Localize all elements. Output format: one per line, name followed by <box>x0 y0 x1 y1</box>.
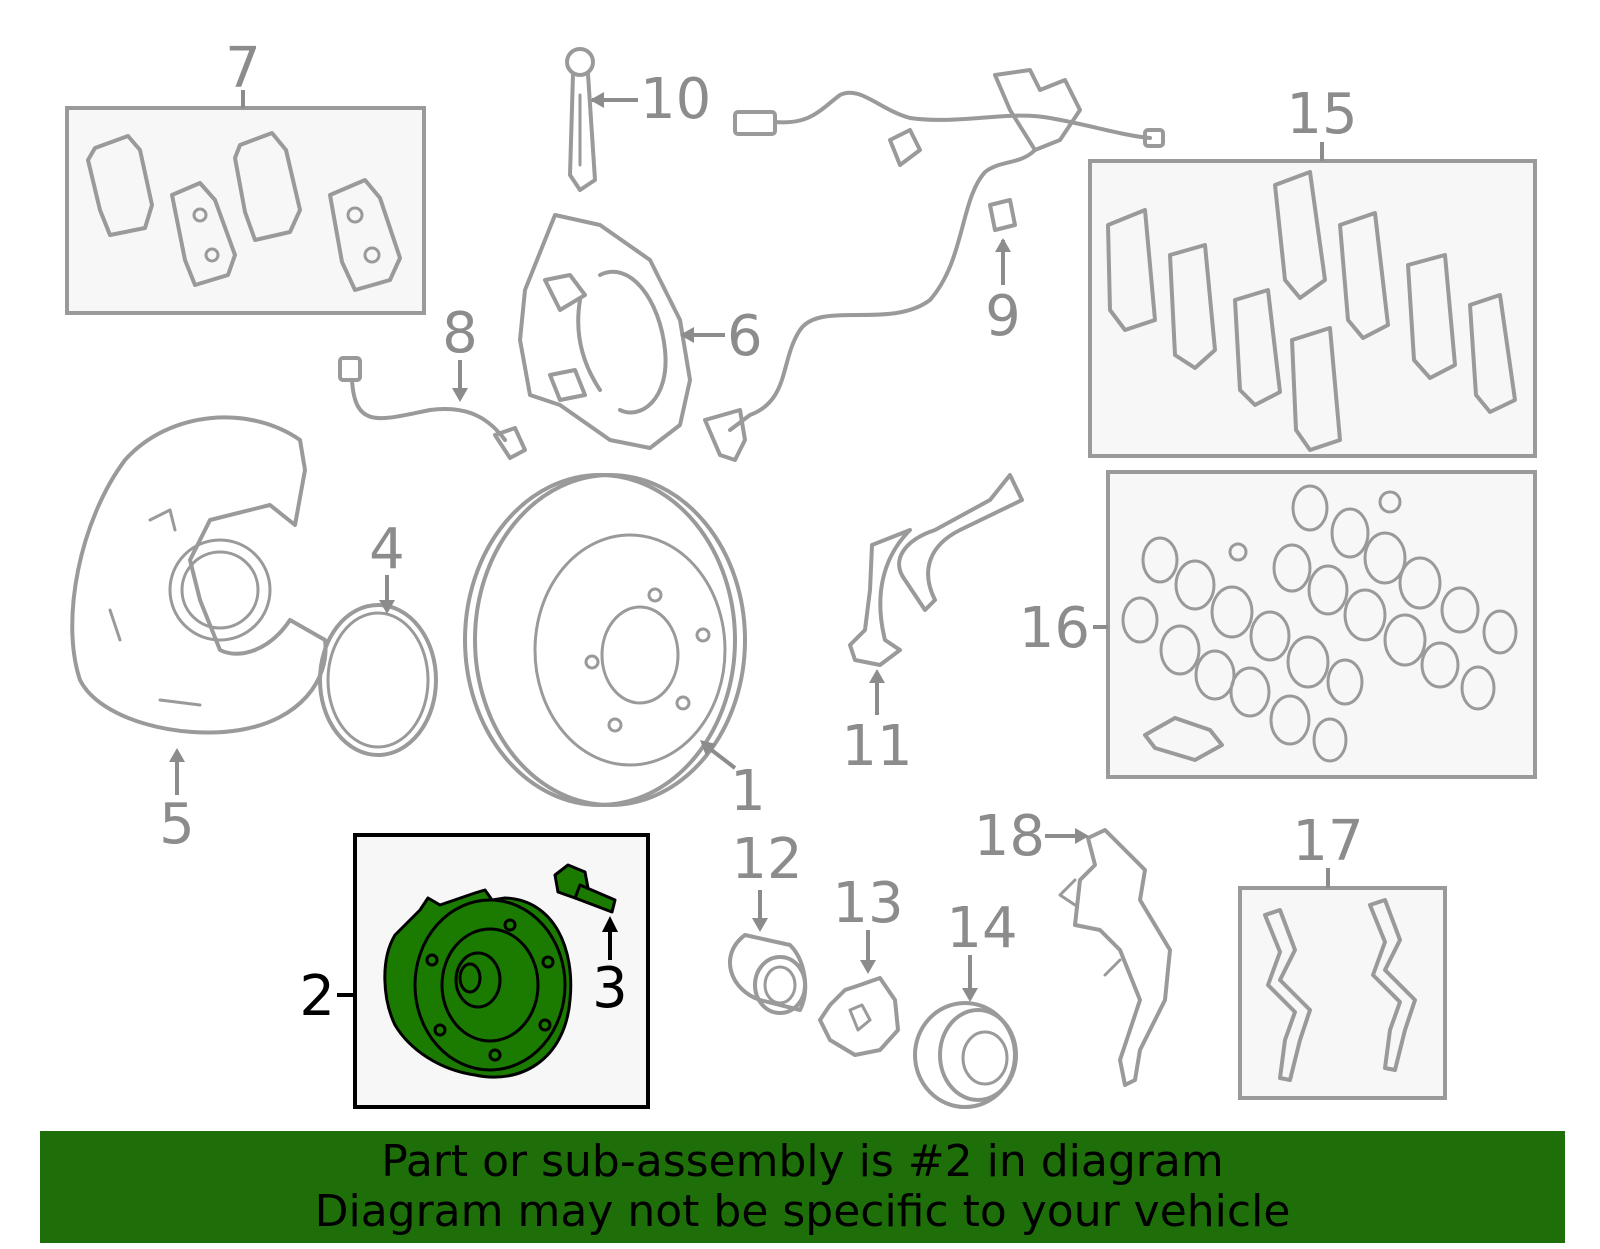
svg-text:13: 13 <box>832 871 903 936</box>
svg-text:3: 3 <box>592 956 628 1021</box>
svg-text:14: 14 <box>946 896 1017 961</box>
part-2-hub-assembly-box[interactable] <box>353 833 650 1109</box>
callout-8: 8 <box>442 301 478 402</box>
part-16-seal-kit[interactable] <box>1106 470 1537 779</box>
svg-text:8: 8 <box>442 301 478 366</box>
callout-13: 13 <box>832 871 904 974</box>
part-17-clip-kit[interactable] <box>1238 886 1447 1100</box>
svg-text:5: 5 <box>159 792 195 857</box>
part-13-nut[interactable] <box>818 976 900 1057</box>
svg-text:2: 2 <box>299 964 335 1029</box>
part-15-pad-kit[interactable] <box>1088 159 1537 458</box>
part-7-pad-kit[interactable] <box>65 106 426 315</box>
callout-1: 1 <box>700 740 766 824</box>
svg-text:1: 1 <box>730 759 766 824</box>
svg-text:15: 15 <box>1286 82 1357 147</box>
svg-text:9: 9 <box>985 284 1021 349</box>
part-1-rotor[interactable] <box>463 473 747 807</box>
svg-text:6: 6 <box>727 304 763 369</box>
svg-text:10: 10 <box>640 67 711 132</box>
banner-line-2: Diagram may not be specific to your vehi… <box>314 1186 1291 1237</box>
part-12-bushing[interactable] <box>728 933 808 1015</box>
callout-16: 16 <box>1019 596 1108 661</box>
callout-12: 12 <box>731 827 803 932</box>
svg-text:16: 16 <box>1019 596 1090 661</box>
callout-4: 4 <box>369 517 405 614</box>
callout-15: 15 <box>1286 82 1358 161</box>
callout-7: 7 <box>225 36 261 108</box>
svg-text:11: 11 <box>841 714 912 779</box>
callout-11: 11 <box>841 669 913 779</box>
part-9-abs-sensor[interactable] <box>703 68 1165 462</box>
svg-text:4: 4 <box>369 517 405 582</box>
svg-text:7: 7 <box>225 36 261 101</box>
callout-9: 9 <box>985 238 1021 349</box>
info-banner: Part or sub-assembly is #2 in diagram Di… <box>40 1131 1565 1243</box>
part-14-cap[interactable] <box>913 1001 1018 1109</box>
callout-18: 18 <box>974 804 1089 869</box>
part-4-seal-ring[interactable] <box>318 603 438 757</box>
callout-5: 5 <box>159 748 195 857</box>
part-5-dust-shield[interactable] <box>70 415 328 735</box>
part-18-spring[interactable] <box>1058 828 1172 1087</box>
part-6-caliper[interactable] <box>518 213 692 450</box>
callout-2: 2 <box>299 964 355 1029</box>
part-11-bracket[interactable] <box>848 473 1024 667</box>
callout-10: 10 <box>590 67 711 132</box>
callout-14: 14 <box>946 896 1018 1002</box>
banner-line-1: Part or sub-assembly is #2 in diagram <box>381 1136 1224 1187</box>
callout-3: 3 <box>592 916 628 1021</box>
svg-text:18: 18 <box>974 804 1045 869</box>
svg-text:17: 17 <box>1292 809 1363 874</box>
part-8-brake-hose[interactable] <box>338 356 527 460</box>
callout-6: 6 <box>680 304 763 369</box>
callout-17: 17 <box>1292 809 1364 888</box>
svg-text:12: 12 <box>731 827 802 892</box>
part-10-clip[interactable] <box>565 47 597 192</box>
